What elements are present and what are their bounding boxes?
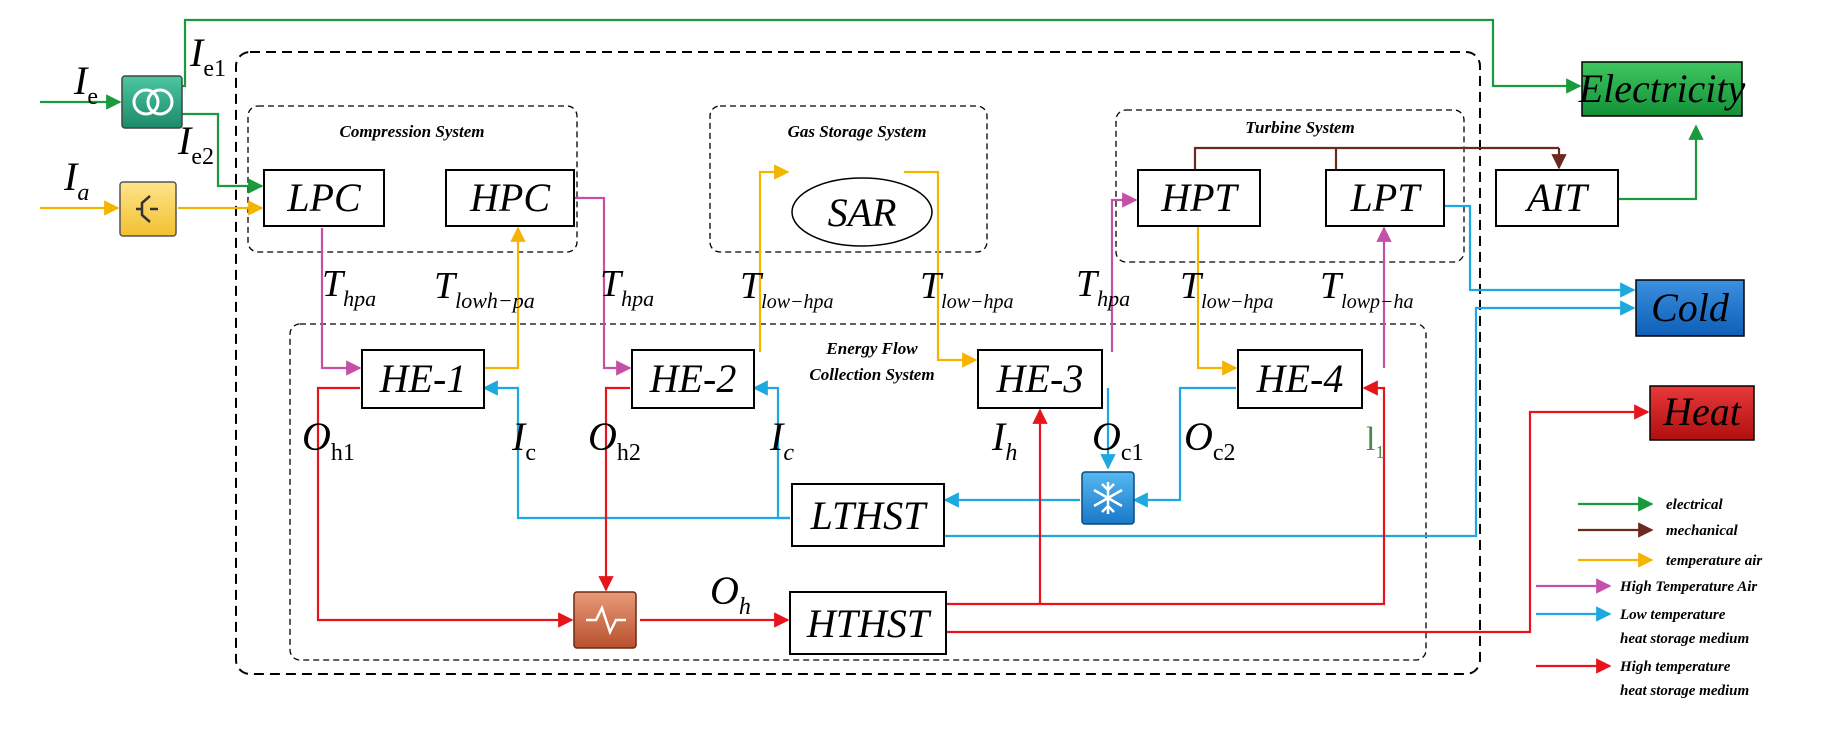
he1-block: HE-1 — [361, 349, 485, 409]
legend-label-low-temp-medium: Low temperature — [1619, 607, 1726, 623]
energy-flow-title-line2: Collection System — [809, 365, 934, 384]
hpt-label: HPT — [1160, 175, 1239, 220]
lthst-label: LTHST — [810, 493, 929, 538]
hthst-to-heat-line — [946, 404, 1650, 634]
legend-label-temperature-air: temperature air — [1666, 553, 1762, 569]
l1-label: l1 — [1366, 421, 1384, 462]
t-low-hpa-label-3: Tlow−hpa — [1180, 265, 1274, 313]
legend-label-high-temp-air: High Temperature Air — [1619, 579, 1757, 595]
ic-label-1: Ic — [511, 414, 536, 466]
t-low-hpa-label-1: Tlow−hpa — [740, 265, 834, 313]
heat-exchanger-icon — [573, 591, 637, 649]
mechanical-shaft-line — [1193, 146, 1559, 170]
t-hpa-label-3: Thpa — [1076, 263, 1130, 311]
hthst-to-he4-line — [946, 380, 1386, 606]
lthst-to-he1-line — [482, 380, 790, 520]
ic-label-2: Ic — [769, 414, 794, 466]
ait-label: AIT — [1524, 175, 1590, 220]
transformer-icon — [121, 75, 183, 129]
he1-label: HE-1 — [379, 356, 467, 401]
he3-to-hpt-line — [1110, 192, 1138, 352]
lpc-label: LPC — [286, 175, 362, 220]
lthst-to-he2-line — [752, 380, 790, 520]
compression-system-title: Compression System — [340, 122, 485, 141]
hthst-block: HTHST — [789, 591, 947, 655]
lpt-block: LPT — [1325, 169, 1445, 227]
sar-to-he3-line — [904, 170, 978, 368]
legend-label-electrical: electrical — [1666, 497, 1723, 513]
compression-system-frame — [247, 105, 578, 253]
cold-label: Cold — [1651, 285, 1730, 330]
turbine-system-frame — [1115, 109, 1465, 263]
electrical-to-lpc-line — [160, 112, 264, 194]
t-hpa-label-1: Thpa — [322, 263, 376, 311]
t-low-hpa-label-2: Tlow−hpa — [920, 265, 1014, 313]
electricity-output: Electricity — [1578, 61, 1746, 117]
hthst-label: HTHST — [806, 601, 932, 646]
chiller-icon — [1081, 471, 1135, 525]
hpc-to-he2-line — [574, 196, 632, 376]
he2-to-exchanger-line — [598, 386, 630, 592]
lpc-block: LPC — [263, 169, 385, 227]
t-lowp-ha-label: Tlowp−ha — [1320, 265, 1414, 313]
electrical-bypass-line — [160, 18, 1582, 94]
energy-flow-collection-frame — [289, 323, 1427, 661]
overall-system-frame — [235, 51, 1481, 675]
lpt-to-cold-line — [1444, 204, 1636, 298]
he4-block: HE-4 — [1237, 349, 1363, 409]
legend — [1536, 496, 1654, 674]
he2-block: HE-2 — [631, 349, 755, 409]
he4-to-chiller-line — [1132, 386, 1236, 508]
heat-label: Heat — [1662, 389, 1742, 434]
lpt-label: LPT — [1350, 175, 1423, 220]
electricity-label: Electricity — [1578, 66, 1746, 111]
t-lowh-pa-label: Tlowh−pa — [434, 265, 535, 313]
gas-storage-system-frame — [709, 105, 988, 253]
he4-label: HE-4 — [1256, 356, 1344, 401]
hpt-block: HPT — [1137, 169, 1261, 227]
oc2-label: Oc2 — [1184, 414, 1236, 466]
hpc-block: HPC — [445, 169, 575, 227]
he2-to-sar-line — [758, 164, 790, 352]
lthst-to-cold-line — [944, 300, 1636, 538]
legend-label-high-temp-medium: High temperature — [1619, 659, 1731, 675]
oh2-label: Oh2 — [588, 414, 641, 466]
cold-output: Cold — [1635, 279, 1745, 337]
legend-label-mechanical: mechanical — [1666, 523, 1738, 539]
oh-label: Oh — [710, 568, 751, 620]
he3-label: HE-3 — [996, 356, 1084, 401]
ie-main-label: Ie — [73, 58, 98, 110]
he1-to-exchanger-line — [316, 386, 574, 628]
turbine-system-title: Turbine System — [1245, 118, 1354, 137]
air-input-icon — [119, 181, 177, 237]
oh1-label: Oh1 — [302, 414, 355, 466]
oc1-label: Oc1 — [1092, 414, 1144, 466]
sar-label: SAR — [828, 190, 897, 235]
he3-block: HE-3 — [977, 349, 1103, 409]
legend-label-low-temp-medium-2: heat storage medium — [1620, 631, 1749, 647]
energy-flow-title-line1: Energy Flow — [825, 339, 918, 358]
legend-label-high-temp-medium-2: heat storage medium — [1620, 683, 1749, 699]
heat-output: Heat — [1649, 385, 1755, 441]
lthst-block: LTHST — [791, 483, 945, 547]
ie2-label: Ie2 — [177, 118, 214, 170]
lpc-to-he1-line — [320, 228, 362, 376]
he1-to-hpc-line — [482, 226, 526, 370]
he2-label: HE-2 — [649, 356, 737, 401]
ie1-label: Ie1 — [189, 30, 226, 82]
ait-block: AIT — [1495, 169, 1619, 227]
t-hpa-label-2: Thpa — [600, 263, 654, 311]
hpc-label: HPC — [469, 175, 551, 220]
hpt-to-he4-line — [1196, 226, 1238, 376]
ia-label: Ia — [63, 154, 89, 206]
ait-to-electricity-line — [1604, 124, 1704, 201]
sar-block: SAR — [791, 177, 933, 247]
gas-storage-system-title: Gas Storage System — [788, 122, 927, 141]
ih-label: Ih — [991, 414, 1017, 466]
